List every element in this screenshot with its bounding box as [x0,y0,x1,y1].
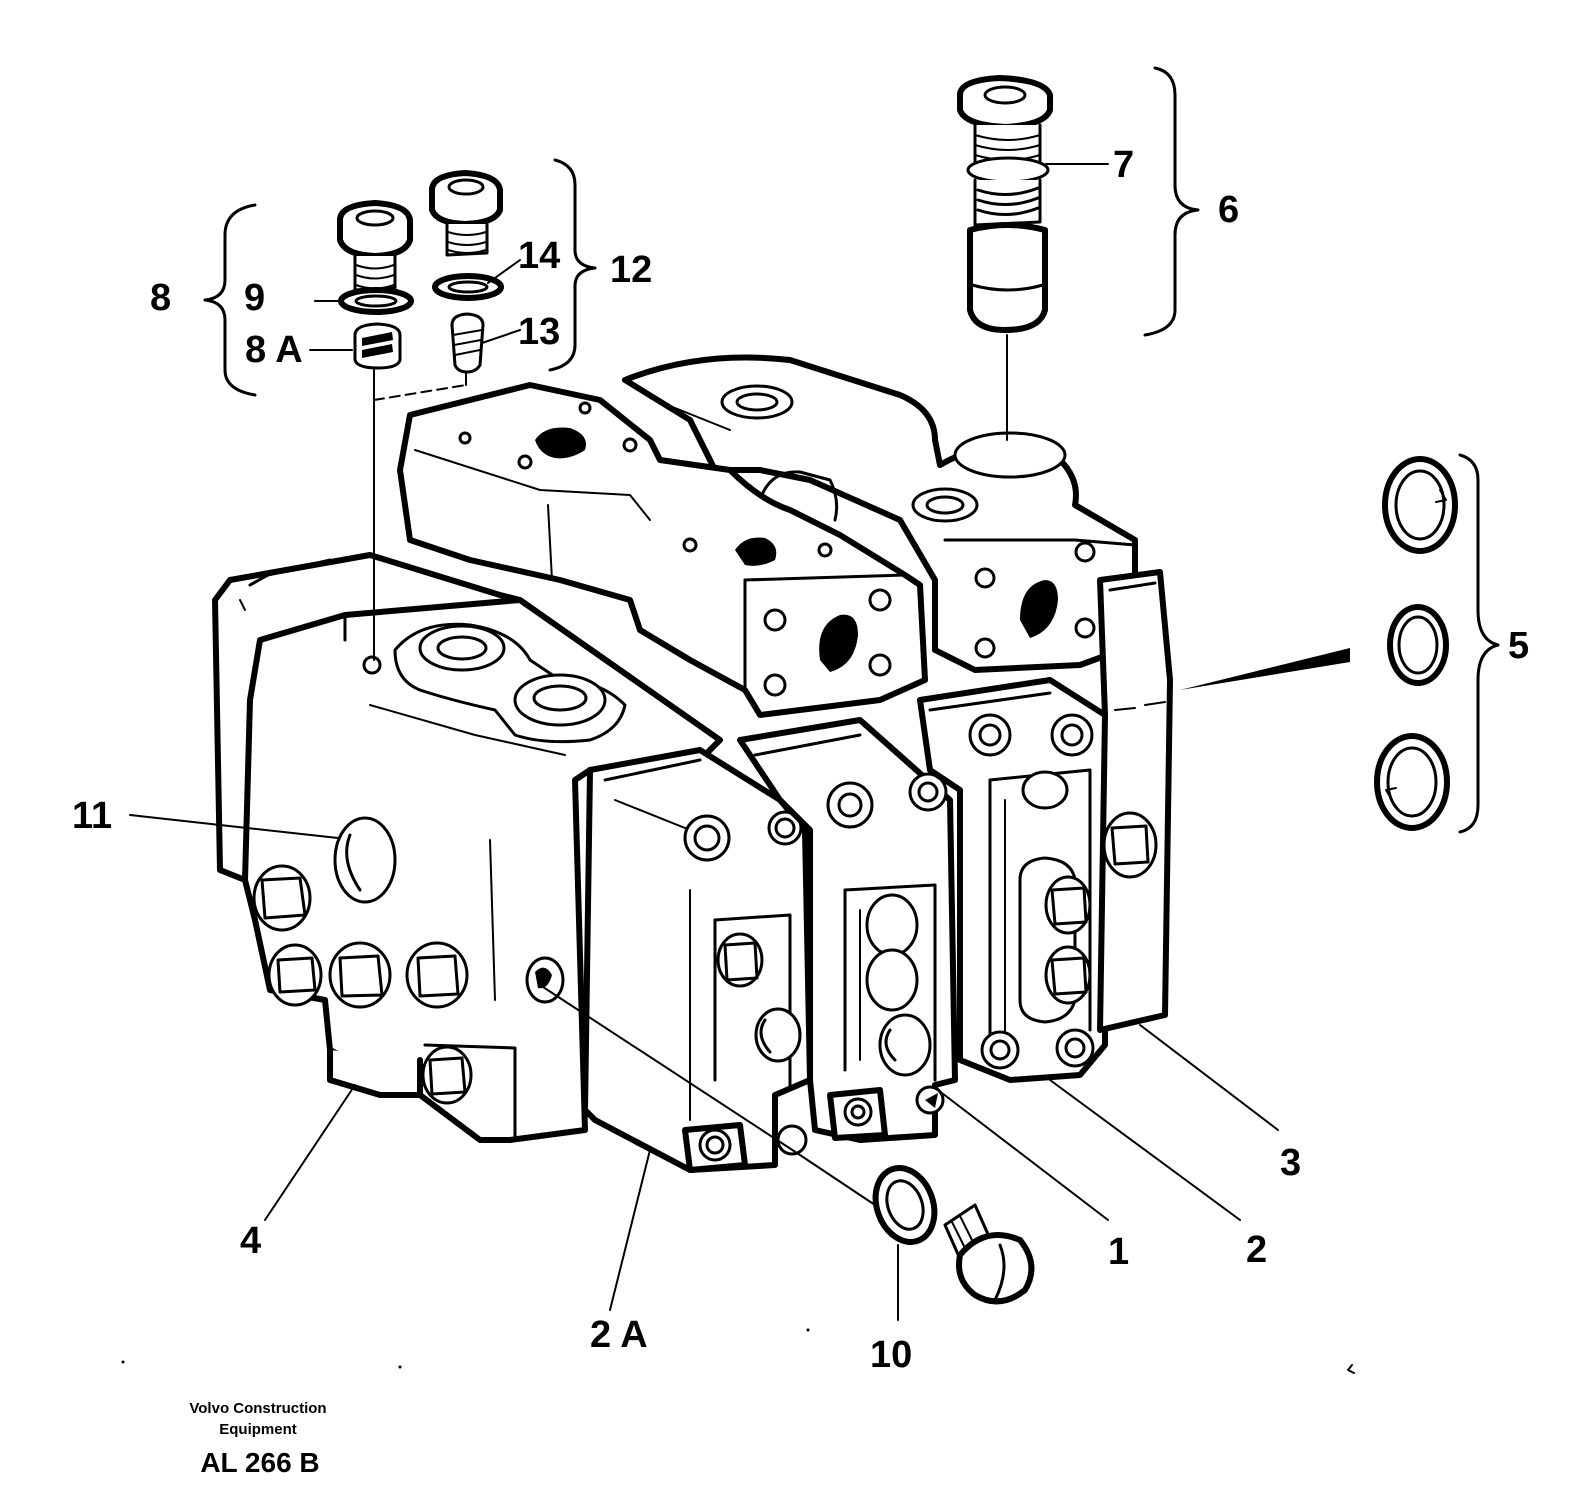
callout-13: 13 [518,311,560,353]
seal-rings [1374,456,1458,831]
leader-lines [129,163,1350,1321]
callout-8a: 8 A [245,329,303,371]
credit-line-2: Equipment [219,1421,297,1438]
valve-section-3 [1097,569,1173,1033]
callout-7: 7 [1113,144,1134,186]
drawing-code: AL 266 B [200,1447,319,1478]
callout-8: 8 [150,277,171,319]
callout-6: 6 [1218,189,1239,231]
callout-3: 3 [1280,1142,1301,1184]
callout-2a: 2 A [590,1314,648,1356]
relief-valve-cartridge [957,75,1053,441]
callout-2: 2 [1246,1229,1267,1271]
valve-section-1 [737,717,958,1143]
callout-1: 1 [1108,1231,1129,1273]
callout-4: 4 [240,1220,261,1262]
callout-9: 9 [244,277,265,319]
rear-upper-housing [622,354,1138,673]
valve-section-2a [582,747,813,1173]
callout-5: 5 [1508,625,1529,667]
plug-and-washer [872,1165,1035,1305]
front-upper-housing [397,382,928,718]
valve-section-2 [917,677,1108,1083]
callout-12: 12 [610,249,652,291]
callout-10: 10 [870,1334,912,1376]
credit-block: Volvo Construction Equipment AL 266 B [189,1400,326,1478]
callout-11: 11 [72,795,112,837]
callout-14: 14 [518,235,560,277]
group-braces [203,66,1500,834]
valve-12-assembly [373,170,504,401]
valve-8-assembly [337,200,414,661]
callout-labels: 7 6 14 12 13 8 9 8 A 5 11 3 4 1 2 2 A 10 [72,144,1529,1376]
credit-line-1: Volvo Construction [189,1400,326,1417]
main-valve-body [212,552,723,1143]
